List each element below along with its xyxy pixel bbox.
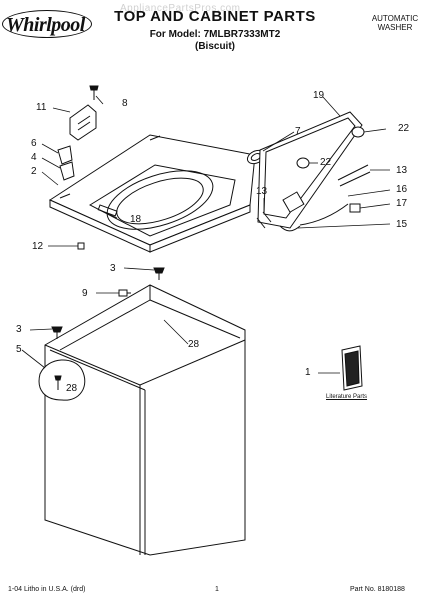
top-panel xyxy=(48,134,256,253)
cord-15 xyxy=(279,225,301,232)
callout-12: 12 xyxy=(32,241,44,252)
callout-19: 19 xyxy=(313,90,325,101)
footer-litho: 1-04 Litho in U.S.A. (drd) xyxy=(8,586,86,593)
callout-1: 1 xyxy=(305,367,311,378)
product-type-line1: AUTOMATIC xyxy=(371,14,419,23)
screw-3-lower xyxy=(51,326,63,339)
brand-logo: Whirlpool xyxy=(6,14,85,36)
callout-15: 15 xyxy=(396,219,408,230)
callout-7: 7 xyxy=(295,126,301,137)
hinge-bracket xyxy=(69,104,97,141)
cabinet xyxy=(44,284,246,556)
cord-16 xyxy=(299,203,349,226)
callout-3-upper: 3 xyxy=(110,263,116,274)
page-title: TOP AND CABINET PARTS xyxy=(114,8,316,25)
callout-13-right: 13 xyxy=(396,165,408,176)
callout-28-upper: 28 xyxy=(188,339,200,350)
callout-4: 4 xyxy=(31,152,37,163)
callout-18: 18 xyxy=(130,214,142,225)
console-panel xyxy=(257,111,363,229)
clip-6 xyxy=(57,145,73,165)
knob-22-upper xyxy=(351,126,365,138)
literature-label: Literature Parts xyxy=(326,394,368,400)
product-type-line2: WASHER xyxy=(377,23,413,32)
inset-detail xyxy=(38,359,86,401)
literature-booklet xyxy=(341,345,363,391)
model-info: For Model: 7MLBR7333MT2 (Biscuit) xyxy=(100,29,330,53)
callout-17: 17 xyxy=(396,198,408,209)
callout-5: 5 xyxy=(16,344,22,355)
callout-6: 6 xyxy=(31,138,37,149)
model-line: For Model: 7MLBR7333MT2 xyxy=(149,29,281,40)
callout-3-lower: 3 xyxy=(16,324,22,335)
callout-2: 2 xyxy=(31,166,37,177)
screws-13-left xyxy=(256,211,272,229)
clip-4 xyxy=(59,161,75,181)
screws-13-right xyxy=(337,164,371,187)
callout-16: 16 xyxy=(396,184,408,195)
callout-22-upper: 22 xyxy=(398,123,410,134)
clamp-17 xyxy=(349,203,361,213)
footer-page-number: 1 xyxy=(215,586,219,593)
footer-part-number: Part No. 8180188 xyxy=(350,586,405,593)
callout-22-lower: 22 xyxy=(320,157,332,168)
screw-3-upper xyxy=(153,267,165,280)
callout-11: 11 xyxy=(36,102,47,113)
brand-logo-ring xyxy=(2,10,92,38)
color-line: (Biscuit) xyxy=(195,41,235,52)
knob-22-lower xyxy=(296,157,310,169)
pin-12 xyxy=(77,242,85,250)
product-type: AUTOMATIC WASHER xyxy=(360,14,430,32)
screw-9 xyxy=(118,289,131,297)
callout-8: 8 xyxy=(122,98,128,109)
callout-13-left: 13 xyxy=(256,186,268,197)
callout-9: 9 xyxy=(82,288,88,299)
leader-lines xyxy=(21,95,391,374)
watermark: AppliancePartsPros.com xyxy=(120,3,241,14)
screw-8 xyxy=(89,85,99,100)
callout-28-lower: 28 xyxy=(66,383,78,394)
